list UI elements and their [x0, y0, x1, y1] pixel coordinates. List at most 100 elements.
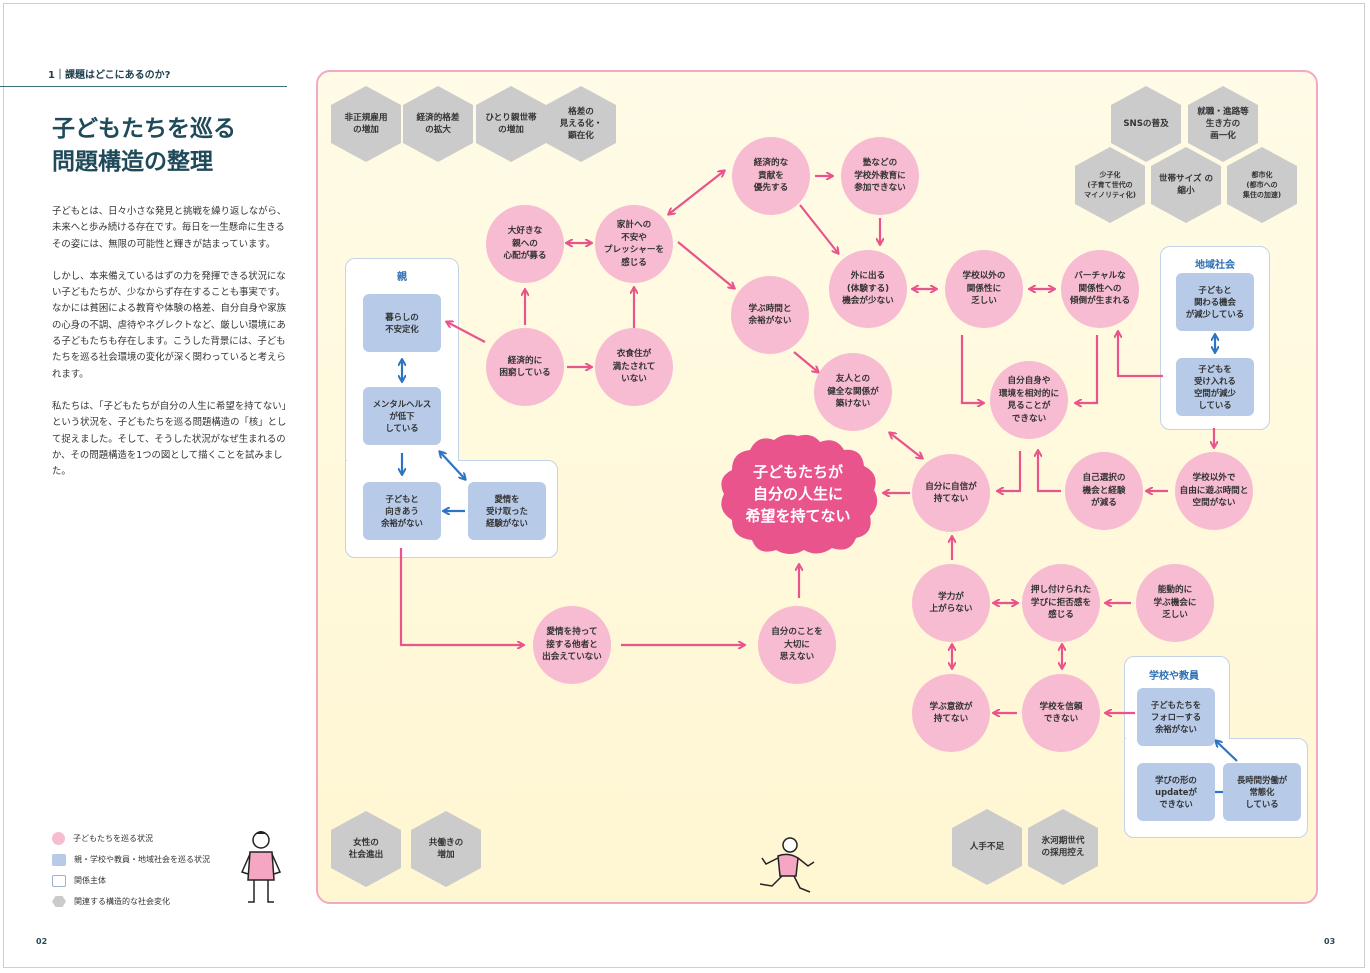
node-line: (体験する) — [846, 283, 890, 294]
node-line: 経済的格差 — [416, 113, 460, 123]
stakeholder-box-b_kurashi: 暮らしの不安定化 — [363, 294, 441, 352]
node-text: 経済的に困窮している — [499, 355, 550, 380]
node-text: 自分に自信が持てない — [925, 481, 977, 506]
node-text: 能動的に学ぶ機会に乏しい — [1154, 584, 1197, 622]
node-line: (子育て世代の — [1087, 181, 1133, 189]
situation-circle-c_taisetsu: 自分のことを大切に思えない — [758, 606, 836, 684]
node-text: SNSの普及 — [1123, 118, 1168, 130]
node-line: 自分に自信が — [925, 481, 977, 492]
stakeholder-box-b_mental: メンタルヘルスが低下している — [363, 387, 441, 445]
node-line: 見ることが — [1007, 401, 1051, 411]
node-line: 余裕がない — [748, 316, 792, 326]
node-line: 自己選択の — [1082, 473, 1126, 484]
node-line: 子どもと — [385, 494, 419, 504]
node-text: 都市化(都市への集住の加速) — [1243, 170, 1281, 200]
node-text: 子どもたちをフォローする余裕がない — [1151, 699, 1201, 735]
node-line: 関係性に — [966, 283, 1002, 294]
page-frame — [3, 3, 1365, 968]
arrow — [799, 204, 838, 253]
social-change-hexagon-h10: 女性の社会進出 — [331, 811, 401, 887]
node-line: 家計への — [616, 220, 652, 230]
node-line: 参加できない — [854, 183, 906, 194]
node-line: 接する他者と — [546, 639, 598, 650]
node-line: フォローする — [1150, 712, 1202, 722]
node-line: 心配が募る — [503, 251, 547, 262]
node-line: 学校以外の — [962, 271, 1006, 282]
node-line: 空間がない — [1192, 498, 1236, 509]
node-line: 余裕がない — [1155, 724, 1197, 734]
running-child-illustration — [759, 837, 815, 893]
node-line: 関わる機会 — [1194, 297, 1236, 307]
node-line: 共働きの — [428, 838, 464, 848]
core-line: 自分の人生に — [752, 485, 843, 503]
node-text: 塾などの学校外教育に参加できない — [854, 157, 906, 195]
node-line: 人手不足 — [969, 842, 1005, 852]
situation-circle-c_jiyu: 学校以外で自由に遊ぶ時間と空間がない — [1175, 452, 1253, 530]
node-line: している — [385, 423, 419, 433]
section-label: 1｜課題はどこにあるのか? — [48, 70, 171, 81]
situation-circle-c_jibunjishin: 自分自身や環境を相対的に見ることができない — [990, 361, 1068, 439]
node-line: が減少している — [1185, 309, 1245, 319]
legend: 子どもたちを巡る状況 親・学校や教員・地域社会を巡る状況 関係主体 関連する構造… — [52, 828, 210, 912]
node-text: 人手不足 — [970, 841, 1004, 853]
node-line: 学ぶ意欲が — [929, 701, 973, 712]
node-line: 不安や — [621, 232, 647, 243]
arrow — [998, 451, 1022, 491]
legend-item: 関係主体 — [52, 870, 210, 891]
node-text: 学校以外で自由に遊ぶ時間と空間がない — [1180, 472, 1249, 510]
node-line: 学びに拒否感を — [1030, 597, 1092, 608]
node-line: 持てない — [933, 714, 969, 724]
node-text: 子どもと向きあう余裕がない — [381, 493, 423, 529]
node-line: updateが — [1155, 787, 1197, 797]
node-text: 愛情を受け取った経験がない — [486, 493, 528, 529]
legend-label: 親・学校や教員・地域社会を巡る状況 — [74, 855, 210, 864]
arrow — [960, 335, 983, 403]
core-line: 子どもたちが — [752, 463, 843, 481]
node-line: いない — [621, 374, 647, 385]
node-text: 経済的格差の拡大 — [417, 112, 460, 136]
node-line: が減る — [1091, 498, 1117, 509]
node-line: 経済的に — [507, 355, 543, 366]
node-line: 築けない — [835, 399, 871, 410]
node-text: バーチャルな関係性への傾倒が生まれる — [1070, 270, 1130, 308]
node-line: 顕在化 — [568, 131, 594, 141]
node-text: 暮らしの不安定化 — [385, 311, 419, 335]
core-burst-shape — [721, 434, 878, 554]
node-line: 乏しい — [971, 296, 997, 307]
node-line: 自由に遊ぶ時間と — [1179, 485, 1249, 496]
node-text: 共働きの増加 — [429, 837, 463, 861]
situation-circle-c_daisuki: 大好きな親への心配が募る — [486, 205, 564, 283]
node-text: 友人との健全な関係が築けない — [827, 373, 879, 411]
square-swatch — [52, 853, 66, 866]
group-title-community: 地域社会 — [1195, 260, 1235, 271]
node-line: 思えない — [779, 652, 815, 663]
node-line: 向きあう — [385, 506, 419, 516]
node-line: 持てない — [933, 494, 969, 504]
arrow — [669, 171, 724, 214]
core-text: 子どもたちが 自分の人生に 希望を持てない — [745, 461, 850, 527]
node-line: 子どもたちを — [1150, 700, 1202, 710]
node-line: 自分のことを — [771, 627, 823, 638]
node-line: 女性の — [353, 838, 379, 848]
node-line: SNSの普及 — [1123, 119, 1169, 129]
arrow — [1118, 332, 1163, 378]
page-title-line: 子どもたちを巡る — [52, 116, 236, 142]
node-line: できない — [1043, 714, 1079, 724]
arrow — [677, 241, 734, 288]
node-line: 子どもと — [1198, 285, 1232, 295]
node-line: 格差の — [568, 107, 594, 117]
situation-circle-c_iyoku: 学ぶ意欲が持てない — [912, 674, 990, 752]
node-line: ひとり親世帯 — [485, 113, 537, 123]
node-line: 衣食住が — [616, 349, 652, 360]
node-line: 感じる — [1048, 610, 1074, 621]
stakeholder-box-b_ukeireru: 子どもを受け入れる空間が減少している — [1176, 358, 1254, 416]
node-line: 学ぶ時間と — [748, 303, 792, 314]
node-line: 世帯サイズ の — [1158, 174, 1214, 184]
page-number-right: 03 — [1324, 937, 1336, 946]
node-line: 関係性への — [1078, 283, 1122, 294]
node-line: 縮小 — [1177, 186, 1195, 196]
node-text: 家計への不安やプレッシャーを感じる — [604, 219, 664, 269]
situation-circle-c_oshitsuke: 押し付けられた学びに拒否感を感じる — [1022, 564, 1100, 642]
node-line: 少子化 — [1099, 171, 1121, 179]
